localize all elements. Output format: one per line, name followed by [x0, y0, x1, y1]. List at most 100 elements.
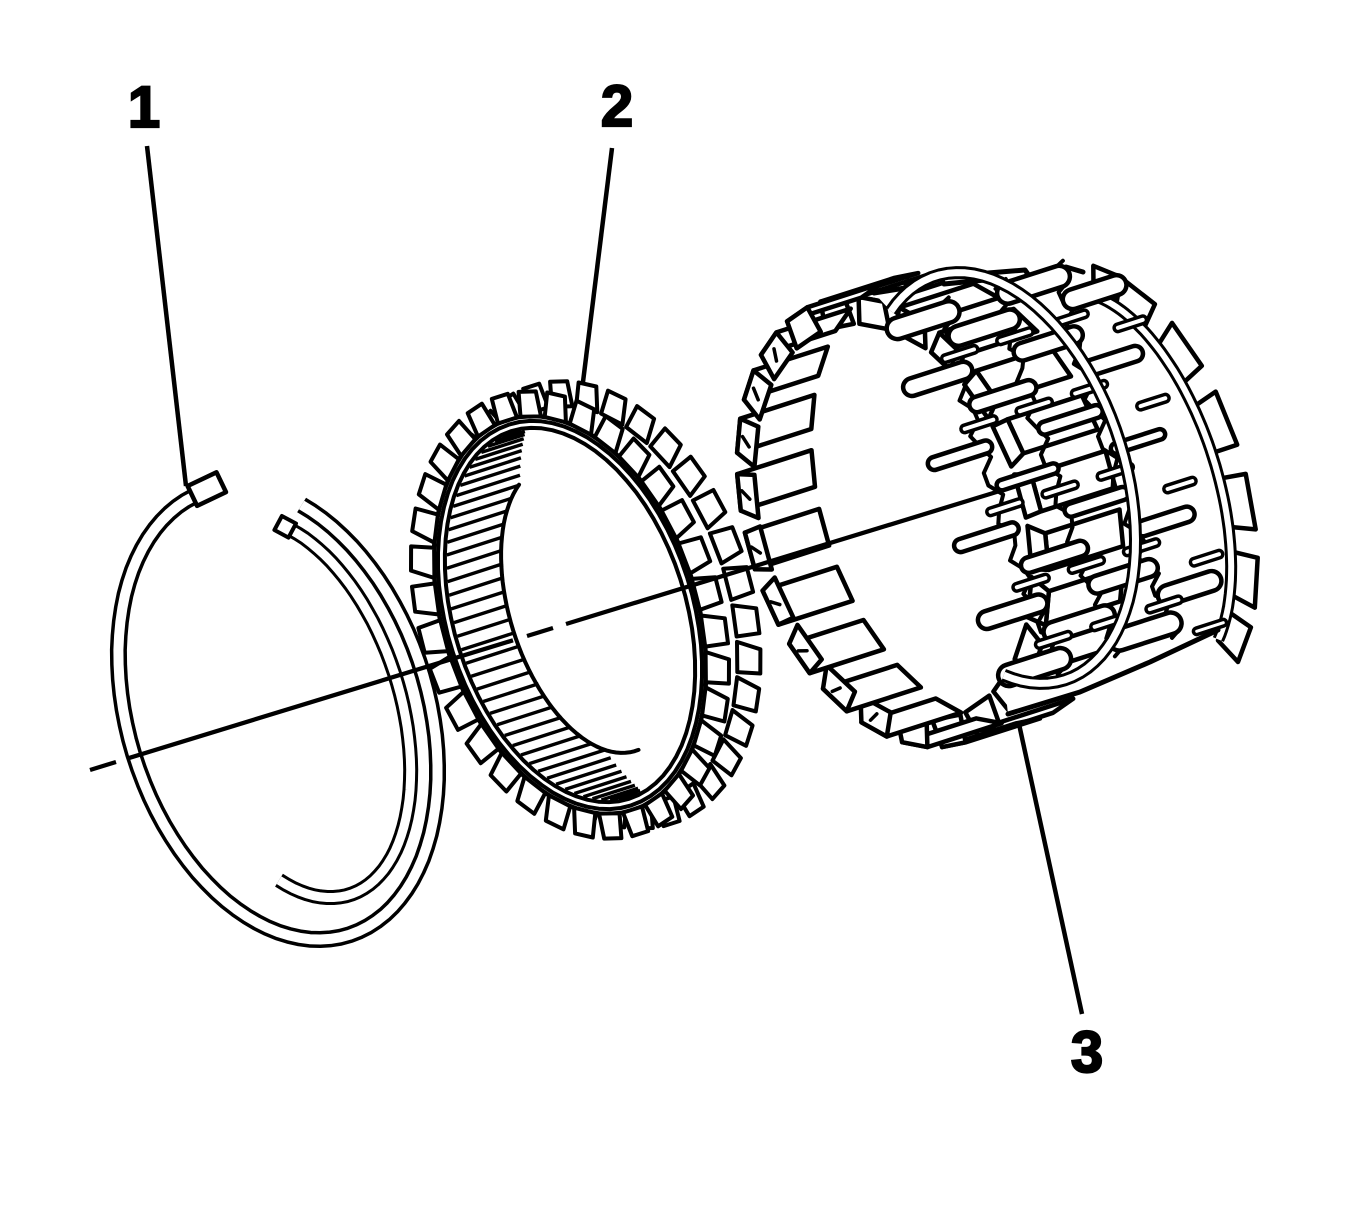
shell-small-slot-core [1014, 576, 1048, 590]
shell-slot-core [1023, 543, 1086, 571]
gear-bore-edge [499, 482, 641, 755]
shell-small-slot-core [1138, 396, 1168, 409]
gear-tooth [676, 535, 713, 576]
gear-tooth [489, 391, 519, 426]
gear-tooth [488, 750, 524, 794]
shell-small-slot-core [1043, 482, 1077, 497]
gear-tooth [572, 805, 598, 840]
gear-back-tooth [648, 426, 683, 470]
gear-tooth [679, 747, 712, 788]
gear-tooth [445, 418, 478, 458]
spline-hatch-line [609, 788, 641, 802]
spline-hatch-line [520, 734, 581, 757]
centerline-dash-long [565, 487, 1004, 627]
spline-hatch-line [618, 791, 639, 801]
gear-tooth [515, 774, 548, 816]
gear-tooth [465, 401, 497, 439]
gear-tooth [700, 685, 730, 724]
shell-small-slot-core [998, 329, 1032, 343]
spline-hatch-line [582, 779, 632, 799]
tooth-mark [751, 386, 760, 402]
shell-slot-core [1066, 489, 1127, 515]
spline-hatch-line [573, 775, 628, 796]
gear-tooth [410, 581, 442, 617]
gear-ring-drawing [409, 379, 763, 841]
shell-small-slot-core [962, 417, 996, 431]
snap-ring-inner-band-core [276, 525, 416, 902]
leader-line-3 [1016, 723, 1085, 1015]
snap-ring-drawing [109, 470, 446, 948]
spline-hatch-line [459, 464, 521, 488]
gear-back-tooth [707, 525, 744, 566]
spline-hatch-line [455, 473, 521, 498]
spline-hatch-line [528, 741, 593, 766]
centerline-dash-short [89, 759, 117, 773]
leader-line-2 [580, 147, 615, 383]
gear-tooth [543, 793, 573, 832]
spline-hatch-line [482, 682, 540, 704]
drum-tooth-face [784, 305, 823, 351]
spline-hatch-line [452, 483, 521, 509]
spline-hatch-line [449, 496, 513, 520]
shell-small-slot-core [1037, 633, 1070, 647]
shell-slot-core [980, 596, 1046, 627]
shell-slot-core [1137, 508, 1193, 535]
spline-hatch-line [564, 769, 623, 792]
spline-hatch-line [460, 631, 516, 652]
shell-small-slot-core [988, 500, 1022, 514]
back-rim-core [1077, 289, 1235, 641]
shell-slot-core [950, 311, 1018, 344]
shell-small-slot-core [943, 347, 976, 361]
gear-tooth [410, 506, 440, 545]
spline-hatch-line [512, 725, 571, 748]
spline-hatch-line [446, 522, 506, 544]
gear-tooth [592, 414, 625, 456]
spline-hatch-line [469, 448, 523, 469]
spline-hatch-line [489, 694, 546, 716]
spline-hatch-line [456, 617, 512, 638]
spline-hatch-line [487, 432, 526, 448]
gear-back-tooth [690, 488, 728, 531]
gear-tooth [567, 398, 597, 437]
gear-tooth [703, 650, 731, 686]
spline-hatch-line [480, 437, 525, 455]
spline-hatch-line [546, 756, 612, 780]
gear-tooth [662, 772, 695, 812]
spline-hatch-line [555, 763, 617, 786]
gear-tooth [416, 472, 449, 512]
shell-slot-core [1085, 348, 1141, 374]
callout-label-2: 2 [601, 74, 633, 139]
shell-slot-core [930, 442, 990, 468]
spline-hatch-line [465, 644, 520, 665]
spline-hatch-line [450, 590, 506, 611]
shell-slot-core [1000, 650, 1069, 684]
shell-fill [874, 267, 1232, 714]
drum-tooth-face [990, 417, 1026, 469]
gear-rim-outer [436, 418, 704, 812]
tooth-mark [740, 489, 752, 501]
shell-bottom-edge [1005, 627, 1221, 717]
leader-line-1 [144, 145, 189, 487]
gear-tooth [516, 389, 543, 419]
centerline-dash-long [127, 638, 514, 761]
gear-tooth [691, 718, 724, 758]
shell-slot-core [998, 465, 1057, 489]
shell-small-slot-core [1115, 317, 1145, 330]
spline-hatch-line [447, 562, 504, 584]
gear-tooth [444, 689, 481, 732]
spline-hatch-line [496, 705, 553, 727]
centerline-dash-short [526, 625, 554, 639]
spline-hatch-line [448, 509, 509, 532]
shell-small-slot-core [1192, 552, 1221, 565]
centerline-and-leaders [89, 145, 1085, 1015]
shell-small-slot-core [1147, 597, 1181, 612]
spline-hatch-line [600, 786, 639, 802]
spline-hatch-line [504, 715, 563, 738]
snap-ring-end-cap [272, 514, 298, 540]
gear-tooth [659, 498, 696, 541]
spline-hatch-line [446, 535, 503, 557]
shell-slot-core [888, 303, 958, 337]
tooth-mark [772, 347, 779, 363]
shell-slot-core [1160, 573, 1220, 603]
